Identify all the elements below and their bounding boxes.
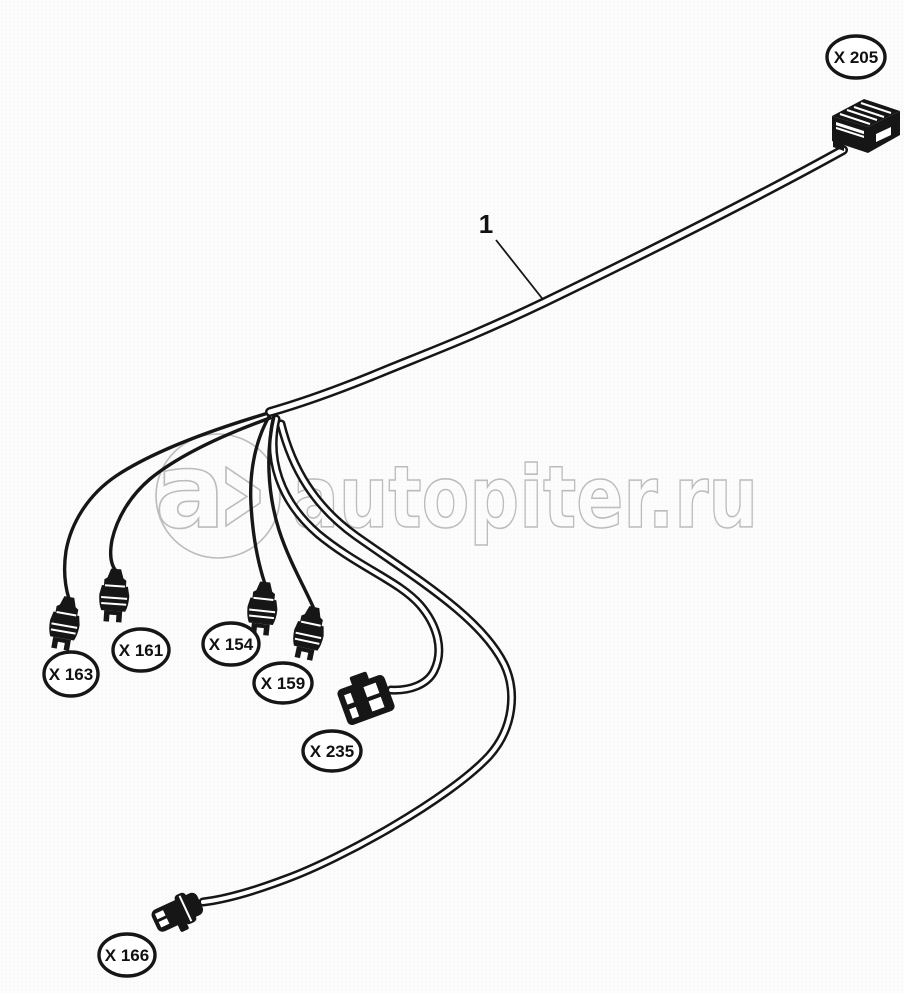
watermark-logo-circle bbox=[155, 433, 281, 559]
harness-wires bbox=[62, 145, 848, 907]
wire-branch-x235 bbox=[268, 414, 444, 695]
svg-text:X 161: X 161 bbox=[119, 641, 163, 660]
svg-text:X 166: X 166 bbox=[105, 946, 149, 965]
connector-label-x166: X 166 bbox=[97, 932, 157, 978]
connector-label-x159: X 159 bbox=[252, 661, 314, 705]
svg-text:X 235: X 235 bbox=[310, 742, 354, 761]
connector-x161 bbox=[96, 566, 133, 624]
svg-text:X 154: X 154 bbox=[209, 635, 254, 654]
connector-label-x154: X 154 bbox=[201, 621, 261, 667]
connector-label-x161: X 161 bbox=[111, 627, 171, 673]
connector-x159 bbox=[287, 602, 331, 664]
callout-number: 1 bbox=[479, 209, 493, 239]
watermark-site-text: autopiter.ru bbox=[292, 448, 758, 548]
callout-leader-line bbox=[495, 239, 546, 303]
wire-main-harness bbox=[265, 145, 848, 417]
connector-labels: X 205 X 163 X 161 X 154 X 159 X 235 X 16… bbox=[42, 34, 887, 978]
svg-text:X 205: X 205 bbox=[834, 48, 878, 67]
connector-x166 bbox=[151, 892, 204, 932]
harness-connectors bbox=[44, 99, 900, 932]
connector-label-x235: X 235 bbox=[301, 729, 363, 773]
wire-x154 bbox=[248, 411, 273, 586]
watermark: a autopiter.ru bbox=[154, 429, 759, 559]
connector-x163 bbox=[44, 593, 86, 653]
wire-x163 bbox=[62, 412, 267, 601]
connector-x235 bbox=[337, 671, 395, 725]
watermark-arrow-icon bbox=[225, 465, 261, 528]
wire-x159 bbox=[267, 414, 316, 611]
wire-branch-x166 bbox=[198, 419, 517, 907]
connector-label-x205: X 205 bbox=[825, 34, 887, 80]
connector-label-x163: X 163 bbox=[42, 650, 100, 698]
svg-text:X 159: X 159 bbox=[261, 674, 305, 693]
svg-text:X 163: X 163 bbox=[49, 665, 93, 684]
connector-x205 bbox=[832, 99, 900, 153]
wire-x161 bbox=[108, 416, 272, 573]
